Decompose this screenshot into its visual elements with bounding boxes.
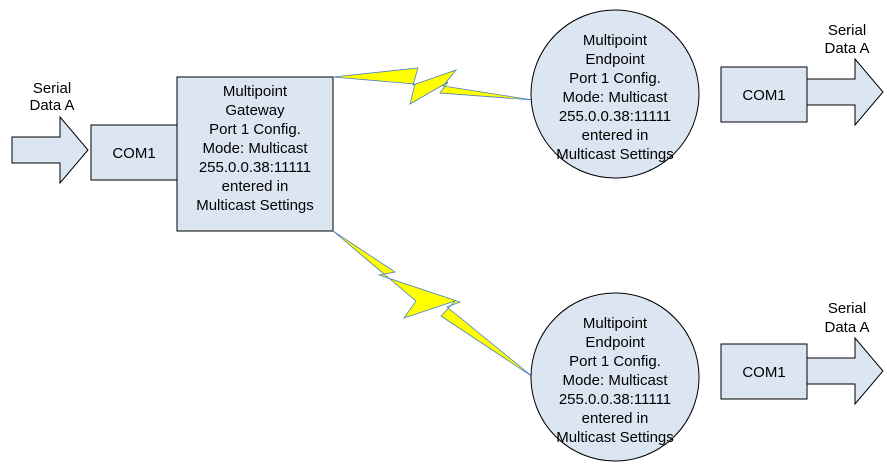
gateway-com-port: COM1 [90, 124, 178, 181]
endpoint-1-line-1: Multipoint [583, 32, 648, 49]
lightning-bolt-bottom [332, 230, 534, 378]
endpoint-2-circle [530, 292, 700, 462]
gateway-line-4: Mode: Multicast [202, 140, 308, 157]
endpoint-1-line-7: Multicast Settings [556, 146, 674, 163]
endpoint-1-line-2: Endpoint [585, 51, 645, 68]
gateway-line-3: Port 1 Config. [209, 121, 301, 138]
endpoint-2-line-7: Multicast Settings [556, 429, 674, 446]
endpoint-1-output-label-line2: Data A [824, 40, 869, 57]
endpoint-2-line-5: 255.0.0.38:11111 [559, 391, 671, 408]
endpoint-2-com-label: COM1 [742, 364, 785, 381]
gateway-line-2: Gateway [225, 102, 285, 119]
endpoint-1-output-arrow [806, 57, 884, 127]
endpoint-2-output-arrow [806, 336, 884, 406]
endpoint-2-line-2: Endpoint [585, 334, 645, 351]
input-arrow [11, 115, 89, 185]
lightning-bolt-top [332, 67, 534, 105]
endpoint-2-line-3: Port 1 Config. [569, 353, 661, 370]
wireless-link-top [332, 67, 534, 105]
gateway-com-label: COM1 [112, 145, 155, 162]
endpoint-2-line-4: Mode: Multicast [562, 372, 668, 389]
input-arrow-group: Serial Data A [11, 80, 89, 185]
endpoint-1-line-5: 255.0.0.38:11111 [559, 108, 671, 125]
endpoint-2-line-1: Multipoint [583, 315, 648, 332]
input-label-line1: Serial [33, 80, 71, 97]
endpoint-1-circle [530, 9, 700, 179]
endpoint-2-line-6: entered in [582, 410, 649, 427]
gateway-line-6: entered in [222, 178, 289, 195]
endpoint-1-output-label-line1: Serial [828, 22, 866, 39]
endpoint-2-com-port: COM1 [720, 343, 808, 400]
gateway-line-1: Multipoint [223, 83, 288, 100]
endpoint-1-com-port: COM1 [720, 66, 808, 123]
wireless-link-bottom [332, 230, 534, 378]
endpoint-1: Multipoint Endpoint Port 1 Config. Mode:… [530, 9, 884, 179]
input-label-line2: Data A [29, 97, 74, 114]
endpoint-1-line-4: Mode: Multicast [562, 89, 668, 106]
gateway-line-7: Multicast Settings [196, 197, 314, 214]
endpoint-2-output-label-line2: Data A [824, 319, 869, 336]
gateway-line-5: 255.0.0.38:11111 [199, 159, 311, 176]
endpoint-2: Multipoint Endpoint Port 1 Config. Mode:… [530, 292, 884, 462]
endpoint-1-line-6: entered in [582, 127, 649, 144]
endpoint-2-output-label-line1: Serial [828, 300, 866, 317]
endpoint-1-line-3: Port 1 Config. [569, 70, 661, 87]
multipoint-gateway-box: Multipoint Gateway Port 1 Config. Mode: … [176, 76, 334, 232]
endpoint-1-com-label: COM1 [742, 87, 785, 104]
